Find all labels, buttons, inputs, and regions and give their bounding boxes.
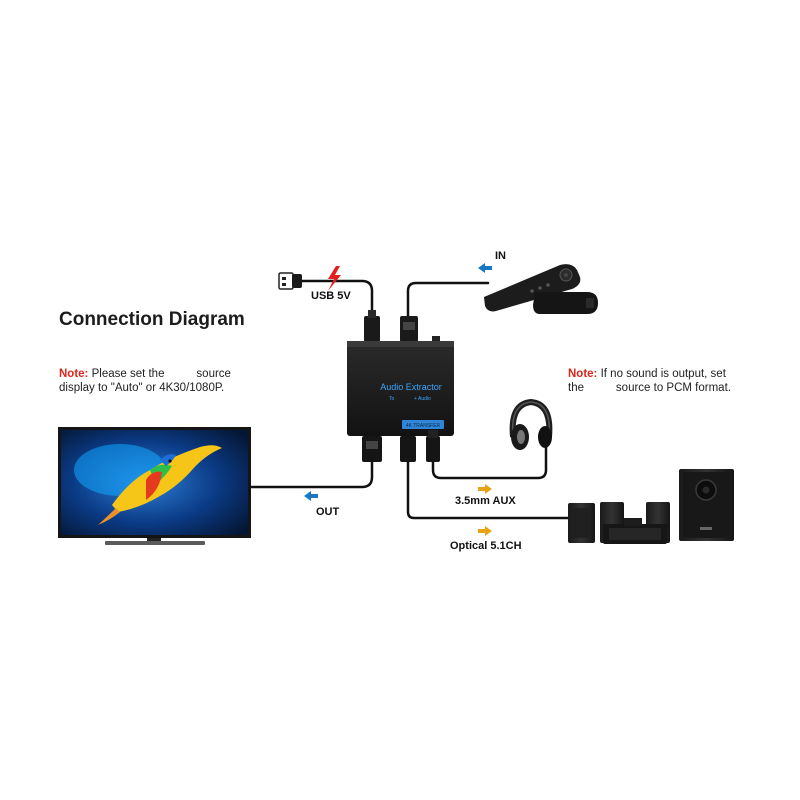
label-in: IN: [495, 250, 506, 262]
note-left-line1: Please set the source: [91, 368, 231, 380]
in-cable: [406, 281, 490, 324]
label-out: OUT: [316, 506, 340, 518]
note-right: Note: If no sound is output, set the sou…: [568, 367, 731, 395]
device-sub-left: To: [389, 396, 395, 402]
usb-plug-icon: [278, 272, 302, 290]
optical-arrow-icon: [478, 526, 492, 536]
parrot-image: [112, 445, 222, 512]
usb-cable: [298, 279, 374, 324]
note-left-lead: Note:: [59, 368, 89, 380]
note-right-lead: Note:: [568, 368, 598, 380]
remote-icon: [484, 264, 581, 312]
note-left: Note: Please set the source display to "…: [59, 367, 231, 395]
out-cable: [248, 460, 374, 489]
power-lightning-icon: [328, 266, 341, 291]
aux-arrow-icon: [478, 484, 492, 494]
cables: [248, 279, 570, 520]
device-sub-right: + Audio: [414, 396, 431, 402]
home-theater-speakers: [568, 469, 734, 544]
label-usb: USB 5V: [311, 290, 351, 302]
device-badge: 4K TRANSFER: [406, 423, 441, 429]
note-right-line1: If no sound is output, set: [600, 368, 726, 380]
diagram-title: Connection Diagram: [59, 309, 245, 330]
tv-monitor: [58, 427, 251, 545]
in-arrow-icon: [478, 263, 492, 273]
aux-cable: [431, 443, 548, 480]
optical-cable: [406, 460, 570, 520]
headphones-icon: [509, 398, 553, 450]
note-left-line2: display to "Auto" or 4K30/1080P.: [59, 382, 225, 394]
streaming-stick-remote: [484, 264, 598, 314]
audio-extractor-device: Audio Extractor To + Audio 4K TRANSFER: [347, 310, 454, 462]
label-optical: Optical 5.1CH: [450, 540, 522, 552]
stick-icon: [533, 292, 598, 314]
note-right-line2: the source to PCM format.: [568, 382, 731, 394]
label-aux: 3.5mm AUX: [455, 495, 516, 507]
out-arrow-icon: [304, 491, 318, 501]
device-name: Audio Extractor: [380, 382, 442, 392]
